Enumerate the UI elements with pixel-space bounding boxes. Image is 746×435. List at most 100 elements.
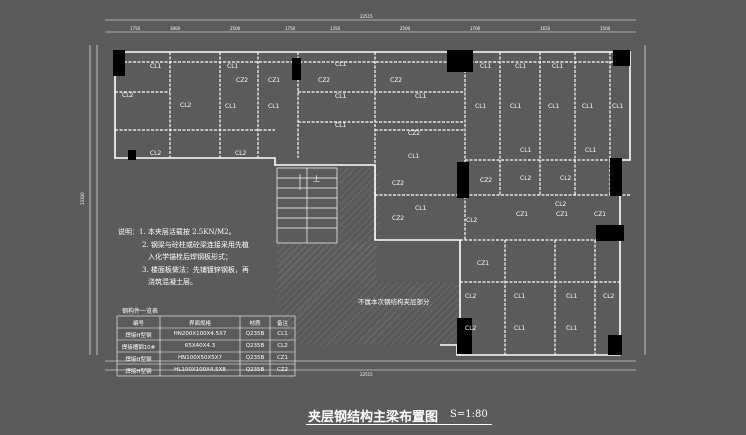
beam-label-cl1: CL1 [582, 103, 594, 110]
hatch-label: 不属本次钢结构夹层部分 [358, 298, 430, 306]
beam-label-cz1: CZ1 [556, 211, 568, 218]
beam-label-cl1: CL1 [480, 63, 492, 70]
schedule-cell: 65X40X4.3 [184, 343, 216, 349]
schedule-header: 编号 [132, 321, 144, 327]
dimension-lines [89, 19, 646, 371]
schedule-cell: CL1 [277, 331, 288, 337]
schedule-cell: CZ1 [276, 355, 289, 361]
svg-text:1650: 1650 [540, 26, 551, 31]
beam-label-cl1: CL1 [415, 93, 427, 100]
beam-label-cl1: CL1 [552, 63, 564, 70]
note-line: 浇筑混凝土层。 [148, 278, 197, 286]
beam-label-cl1: CL1 [408, 153, 420, 160]
drawing-scale: S=1:80 [450, 409, 488, 420]
drawing-title: 夹层钢结构主梁布置图 [308, 410, 439, 425]
schedule-cell: HN200X100X4.5X7 [173, 331, 227, 337]
svg-text:13300: 13300 [80, 192, 85, 205]
beam-label-cl2: CL2 [555, 201, 567, 208]
schedule-cell: 焊接槽钢10# [121, 345, 156, 351]
svg-text:1500: 1500 [600, 26, 611, 31]
beam-label-cl1: CL1 [475, 103, 487, 110]
beam-label-cz2: CZ2 [480, 177, 492, 184]
beam-label-cz2: CZ2 [408, 130, 420, 137]
note-line: 3. 楼面板做法：先铺镀锌钢板，再 [142, 265, 249, 274]
schedule-cell: Q235B [245, 355, 265, 361]
beam-label-cz1: CZ1 [477, 260, 489, 267]
beam-label-cl1: CL1 [268, 103, 280, 110]
svg-text:1750: 1750 [285, 26, 296, 31]
beam-label-cl2: CL2 [235, 150, 247, 157]
schedule-cell: HN100X50X5X7 [177, 355, 223, 361]
beam-label-cl2: CL2 [603, 293, 615, 300]
svg-text:1750: 1750 [130, 26, 141, 31]
schedule-cell: HL100X100X4.5X8 [174, 367, 226, 373]
beam-label-cz2: CZ2 [236, 77, 248, 84]
drawing-title-block: 夹层钢结构主梁布置图 S=1:80 [300, 404, 500, 426]
beam-label-cl1: CL1 [335, 93, 347, 100]
beam-label-cl2: CL2 [180, 102, 192, 109]
beam-label-cz2: CZ2 [318, 77, 330, 84]
schedule-cell: Q235B [245, 331, 265, 337]
beam-label-cz1: CZ1 [516, 211, 528, 218]
stair-label: 上 [313, 175, 320, 183]
beam-label-cl1: CL1 [566, 325, 578, 332]
schedule-cell: 焊接H型钢 [125, 357, 152, 363]
svg-text:22515: 22515 [360, 372, 373, 377]
notes-block: 说明：1. 本夹层活载按 2.5KN/M2。 2. 钢梁与砼柱或砼梁连接采用先植… [118, 226, 249, 289]
beam-label-cl2: CL2 [465, 325, 477, 332]
beam-label-cl2: CL2 [150, 150, 162, 157]
schedule-table [116, 315, 296, 377]
beam-label-cz2: CZ2 [390, 77, 402, 84]
beam-label-cl1: CL1 [415, 205, 427, 212]
beam-label-cl2: CL2 [465, 293, 477, 300]
schedule-cell: CZ2 [276, 367, 289, 373]
svg-text:1700: 1700 [470, 26, 481, 31]
hatched-region [275, 168, 460, 345]
columns [113, 50, 630, 355]
title-underline [306, 424, 492, 425]
beam-label-cl1: CL1 [227, 63, 239, 70]
beam-label-cl2: CL2 [560, 175, 572, 182]
beam-label-cz1: CZ1 [594, 211, 606, 218]
beam-labels: CL1 CL2 CL2 CL1 CZ2 CZ1 CL1 CL1 CL2 CL2 … [122, 61, 624, 332]
beam-label-cz2: CZ2 [392, 215, 404, 222]
beam-label-cl1: CL1 [612, 103, 624, 110]
beam-label-cl1: CL1 [514, 325, 526, 332]
note-line: 入化学锚栓后焊钢板形式； [148, 253, 232, 261]
beam-label-cl1: CL1 [585, 147, 597, 154]
svg-text:2500: 2500 [400, 26, 411, 31]
note-line: 2. 钢梁与砼柱或砼梁连接采用先植 [142, 240, 249, 249]
svg-text:3000: 3000 [170, 26, 181, 31]
schedule-cell: Q235B [245, 343, 265, 349]
schedule-title: 钢构件一览表 [122, 308, 159, 315]
svg-text:2500: 2500 [230, 26, 241, 31]
svg-text:1350: 1350 [330, 26, 341, 31]
schedule-header: 备注 [276, 321, 288, 327]
schedule-header: 材质 [249, 321, 261, 327]
schedule-cell: 焊接H型钢 [125, 369, 152, 375]
beam-label-cl1: CL1 [520, 147, 532, 154]
beam-label-cl1: CL1 [225, 103, 237, 110]
schedule-cell: CL2 [277, 343, 288, 349]
beam-label-cl1: CL1 [335, 122, 347, 129]
beam-label-cl2: CL2 [466, 217, 478, 224]
schedule-cell: Q235B [245, 367, 265, 373]
note-line: 说明：1. 本夹层活载按 2.5KN/M2。 [118, 228, 236, 236]
beam-label-cl1: CL1 [510, 103, 522, 110]
svg-text:22515: 22515 [360, 14, 373, 19]
schedule-header: 界面规格 [188, 321, 211, 327]
beam-label-cl2: CL2 [122, 92, 134, 99]
beam-label-cz2: CZ2 [392, 180, 404, 187]
beam-label-cl1: CL1 [548, 103, 560, 110]
beam-label-cz1: CZ1 [268, 77, 280, 84]
beam-label-cl2: CL2 [520, 175, 532, 182]
beam-label-cl1: CL1 [566, 293, 578, 300]
beam-label-cl1: CL1 [335, 61, 347, 68]
stair [276, 167, 338, 244]
beam-label-cl1: CL1 [514, 293, 526, 300]
dimension-numbers: 22515 1750 3000 2500 1750 1350 2500 1700 1650… [80, 14, 611, 377]
beam-label-cl1: CL1 [150, 63, 162, 70]
schedule-cell: 焊接H型钢 [125, 333, 152, 339]
